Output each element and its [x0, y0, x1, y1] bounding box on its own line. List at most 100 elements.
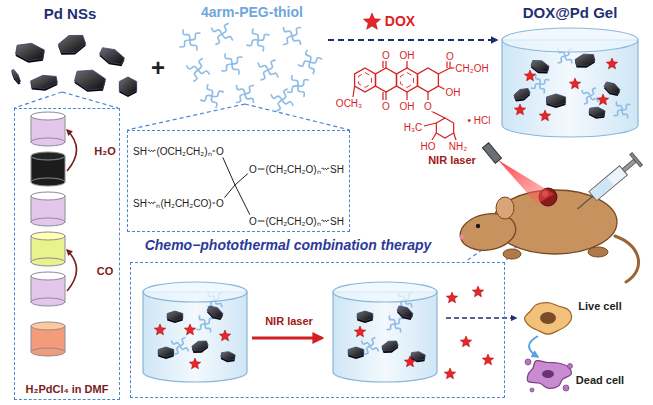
node-text: CO	[97, 265, 114, 277]
peg-bonds	[258, 169, 265, 170]
gel-cylinder	[622, 104, 630, 110]
release-process	[143, 282, 247, 302]
peg-molecules	[284, 28, 292, 36]
figure-label: Live cell	[578, 300, 621, 312]
reaction-vials	[67, 250, 77, 291]
release-process	[354, 326, 365, 337]
release-process	[333, 282, 437, 302]
peg-molecules	[232, 57, 242, 64]
release-process	[252, 337, 322, 340]
figure-label: Dead cell	[576, 374, 624, 386]
release-process	[143, 292, 247, 382]
reaction-vials	[31, 298, 65, 306]
peg-molecules	[282, 100, 293, 105]
plus-sign: +	[151, 55, 165, 81]
peg-bonds	[148, 202, 156, 204]
peg-molecules	[268, 60, 275, 70]
release-process	[175, 346, 180, 354]
chemical-group: O	[216, 146, 224, 157]
chemical-label: • HCl	[467, 115, 492, 126]
dashed-inset-box: H₂OCOH₂PdCl₄ in DMF	[14, 108, 120, 400]
chemical-group: (OCH₂CH₂)ₙ	[156, 146, 211, 157]
peg-molecules	[247, 40, 258, 46]
release-process	[444, 368, 455, 379]
figure-label: DOX@Pd Gel	[523, 5, 618, 22]
reaction-vials	[31, 218, 65, 226]
chemical-label: CH₂OH	[454, 63, 489, 74]
doxorubicin-structure	[401, 73, 414, 88]
release-process	[404, 356, 415, 367]
chemical-group: (CH₂CH₂O)ₙ	[265, 216, 320, 227]
release-process	[460, 336, 471, 347]
gel-cylinder	[616, 102, 622, 110]
pd-nanosheets	[31, 75, 58, 88]
doxorubicin-structure	[353, 86, 355, 97]
gel-cylinder	[622, 110, 628, 118]
zoom-lines	[127, 104, 350, 130]
mouse-model	[496, 197, 514, 219]
gel-cylinder	[597, 94, 608, 105]
reaction-vials	[31, 192, 65, 200]
peg-molecules	[282, 89, 287, 100]
node-text: NIR laser	[265, 315, 313, 327]
gel-cylinder	[502, 40, 638, 137]
release-process	[395, 318, 403, 324]
gel-cylinder	[565, 56, 572, 63]
release-process	[167, 311, 183, 321]
gel-cylinder	[590, 96, 598, 102]
peg-molecules	[271, 95, 282, 100]
peg-molecules	[309, 62, 314, 74]
reaction-vials	[31, 178, 65, 186]
peg-molecules	[284, 36, 292, 44]
figure-label: NIR laser	[428, 154, 476, 166]
mouse-model	[503, 249, 521, 259]
release-process	[397, 306, 413, 318]
pd-nanosheets	[100, 48, 125, 65]
mouse-model	[476, 224, 480, 228]
doxorubicin-structure	[385, 61, 386, 68]
doxorubicin-structure	[427, 92, 428, 100]
cells	[568, 364, 573, 369]
release-process	[446, 317, 516, 319]
gel-cylinder	[531, 84, 540, 89]
gel-cylinder	[502, 28, 638, 52]
chemical-group: O	[249, 216, 257, 227]
chemical-label: H₃C	[403, 122, 424, 133]
chemical-group: O	[216, 198, 224, 209]
doxorubicin-structure	[382, 92, 383, 100]
peg-molecules	[194, 70, 198, 81]
release-process	[362, 341, 370, 346]
peg-molecules	[212, 91, 223, 96]
doxorubicin-structure	[363, 13, 380, 29]
reaction-vials	[31, 322, 65, 330]
gel-cylinder	[582, 90, 590, 96]
release-process	[389, 316, 395, 324]
peg-molecules	[216, 34, 222, 44]
doxorubicin-structure	[438, 68, 450, 74]
peg-molecules	[292, 28, 300, 36]
chemical-label: OH	[399, 50, 416, 61]
peg-molecules	[298, 86, 304, 96]
peg-molecules	[237, 94, 245, 102]
peg-bonds	[148, 150, 329, 222]
peg-molecules	[180, 40, 190, 47]
release-process	[189, 358, 200, 369]
doxorubicin-structure	[353, 13, 457, 140]
doxorubicin-structure	[436, 118, 453, 138]
release-process	[199, 316, 205, 324]
chemical-label: OH	[445, 87, 462, 98]
gel-cylinder	[540, 80, 549, 85]
syringe	[630, 153, 643, 167]
pd-nanosheets	[11, 35, 136, 97]
peg-molecules	[277, 100, 282, 111]
peg-molecules	[180, 24, 321, 111]
mouse-model	[615, 236, 639, 282]
release-process	[180, 346, 188, 351]
peg-molecules	[258, 34, 269, 40]
gel-cylinder	[514, 104, 525, 115]
reaction-vials	[31, 138, 65, 146]
chemical-group: SH	[330, 164, 344, 175]
chemical-label: O	[381, 101, 391, 112]
peg-molecules	[258, 40, 264, 51]
